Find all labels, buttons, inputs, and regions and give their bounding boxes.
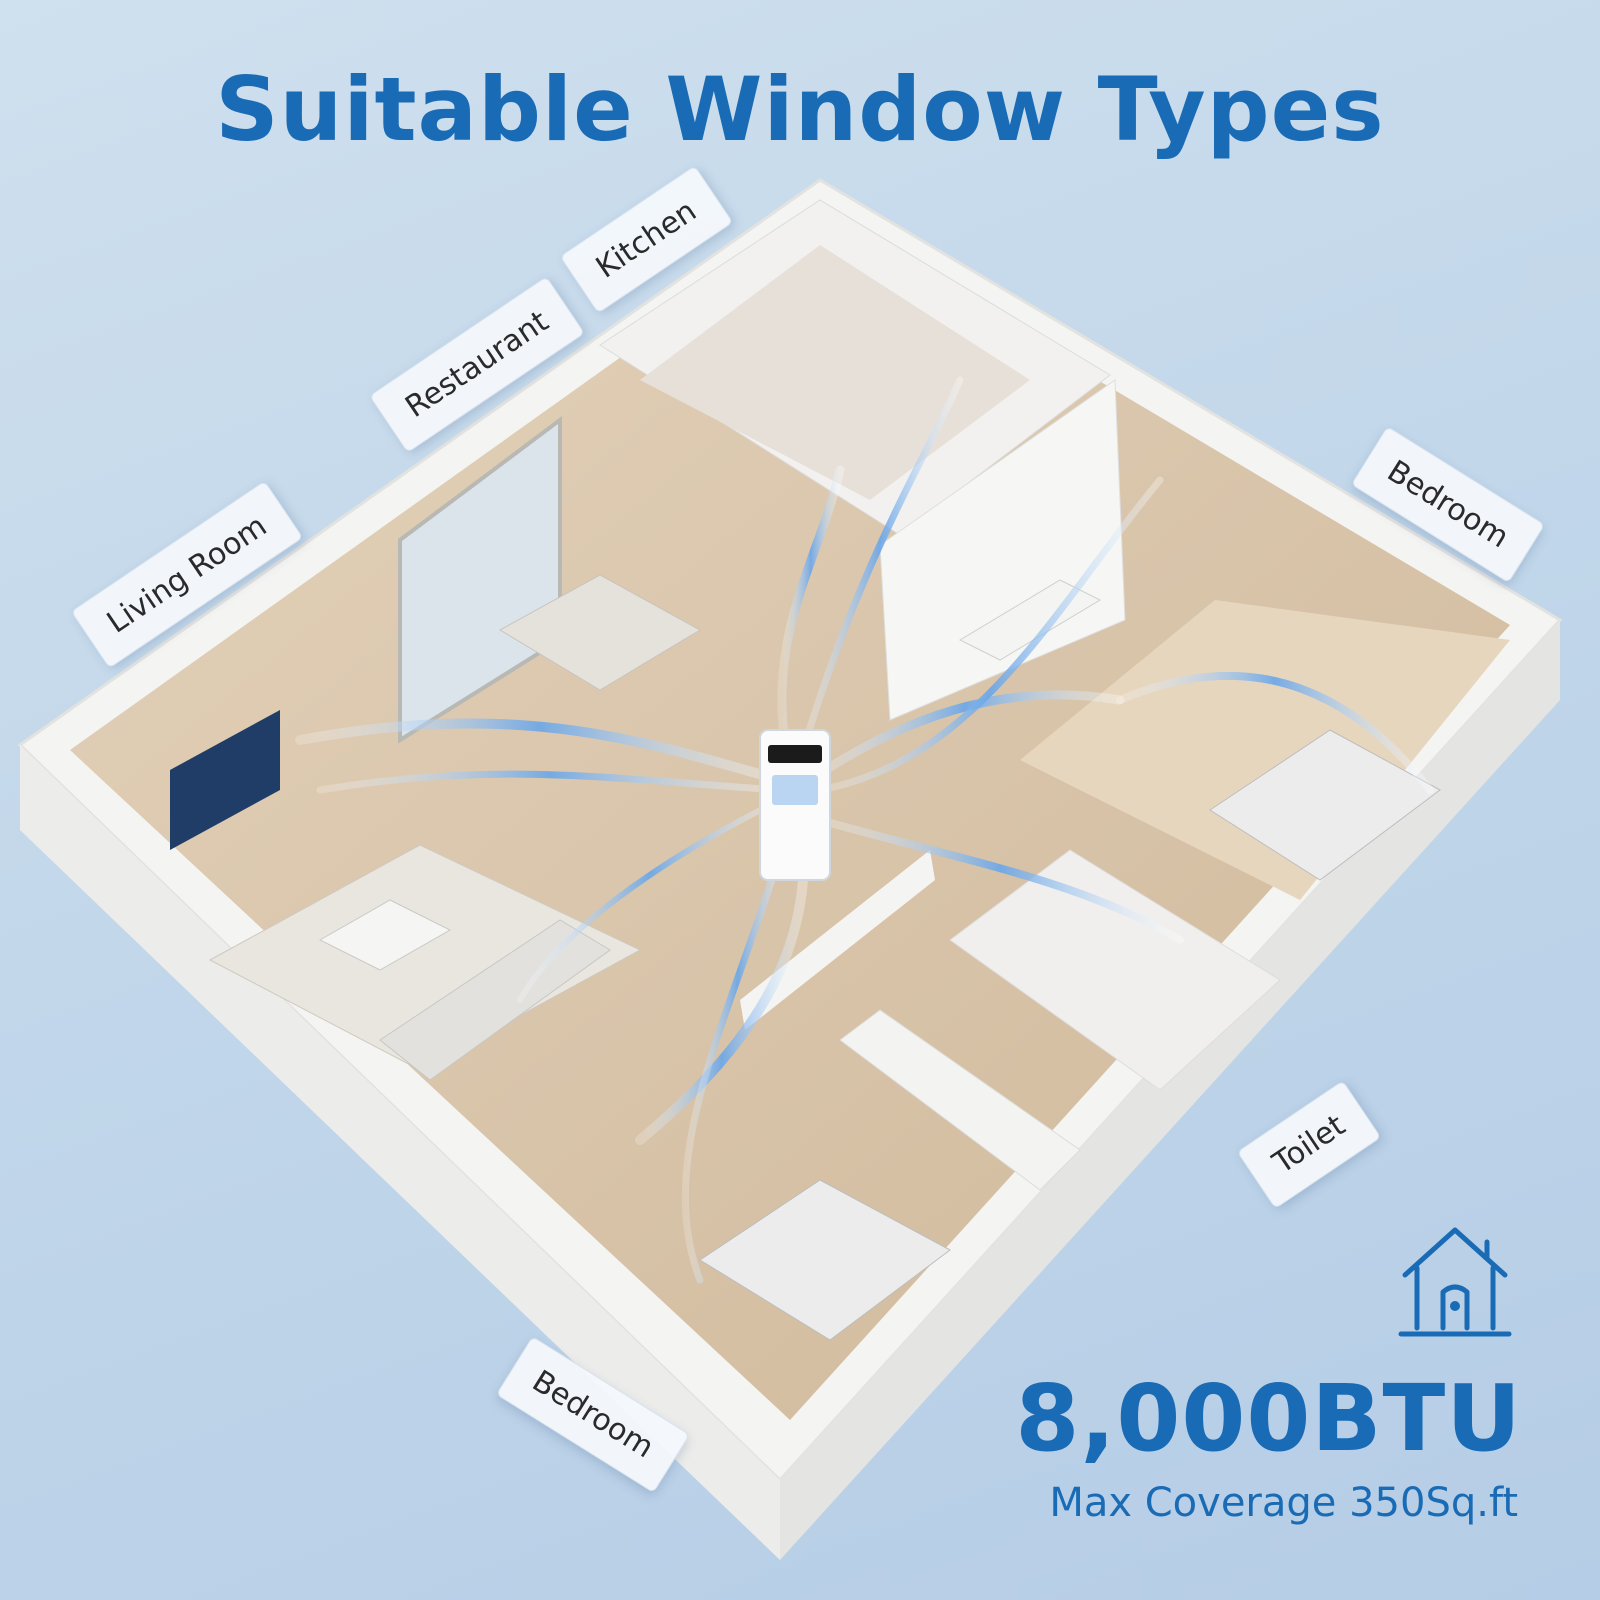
wall-mid — [740, 850, 935, 1030]
wall-bedroom-right — [1020, 600, 1510, 900]
max-coverage: Max Coverage 350Sq.ft — [1049, 1480, 1518, 1526]
tv — [170, 710, 280, 850]
airflow-streams — [295, 376, 1434, 1284]
wall-study — [879, 379, 1126, 721]
rug — [208, 844, 642, 1071]
right-wall — [780, 620, 1560, 1560]
front-wall — [20, 745, 780, 1560]
coffee-table — [318, 899, 452, 971]
closet-block — [839, 1009, 1081, 1191]
house-icon — [1398, 1227, 1512, 1337]
bed-bottom — [699, 1179, 951, 1341]
bed-right — [1209, 729, 1441, 881]
btu-capacity: 8,000BTU — [1015, 1365, 1522, 1472]
dining-table — [498, 574, 702, 691]
air-conditioner-unit — [759, 729, 831, 881]
page-title: Suitable Window Types — [215, 58, 1385, 161]
